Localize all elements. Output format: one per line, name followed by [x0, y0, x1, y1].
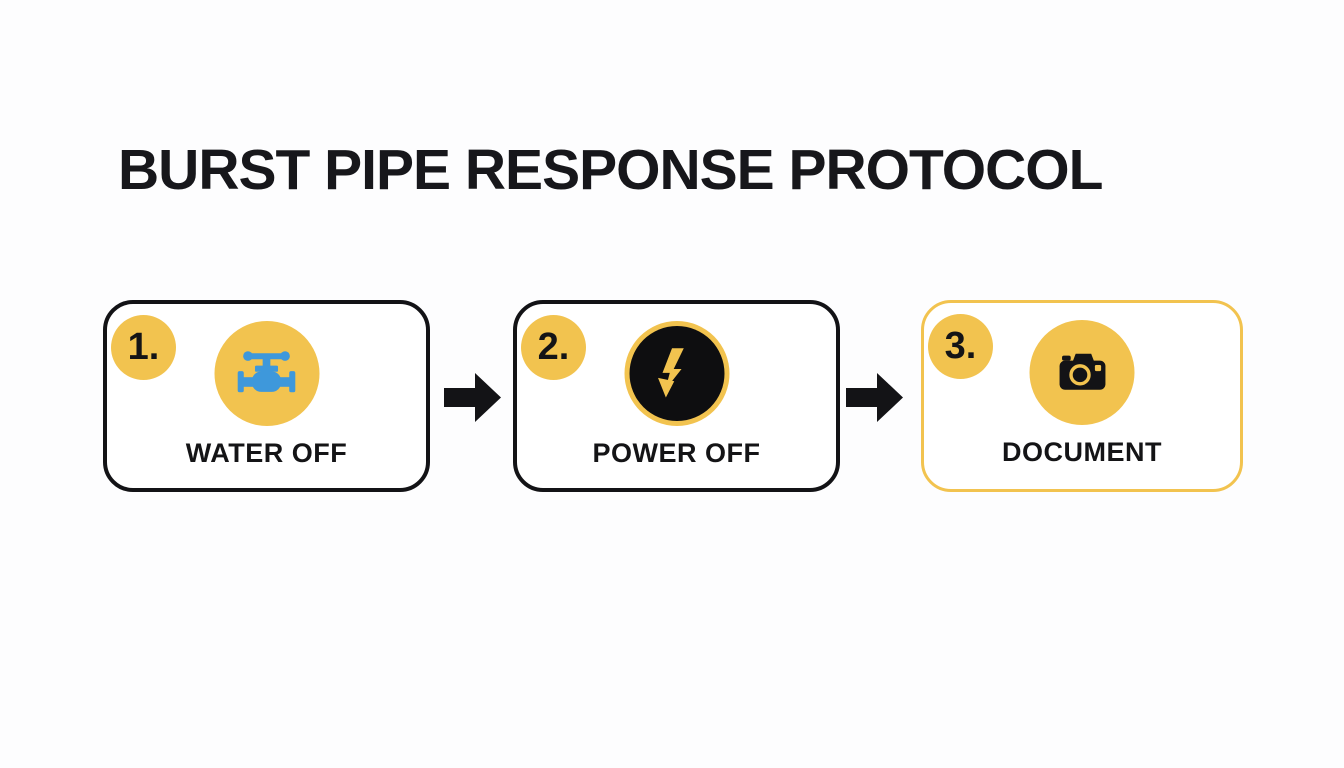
step-label: WATER OFF	[185, 438, 348, 468]
step-number-badge: 1.	[111, 315, 176, 380]
step-number: 3.	[944, 325, 977, 367]
step-number: 1.	[127, 326, 160, 368]
step-label: POWER OFF	[592, 438, 761, 468]
page-title: BURST PIPE RESPONSE PROTOCOL	[118, 138, 1103, 202]
water-valve-glyph	[237, 350, 296, 392]
step-label: DOCUMENT	[1002, 437, 1162, 467]
camera-glyph	[1059, 353, 1105, 390]
flow-arrow-icon	[444, 373, 502, 427]
water-valve-icon	[214, 321, 319, 426]
power-bolt-icon	[624, 321, 729, 426]
lightning-bolt-glyph	[658, 347, 684, 398]
step-number: 2.	[537, 326, 570, 368]
step-number-badge: 2.	[521, 315, 586, 380]
power-bolt-dark-circle	[629, 326, 724, 421]
step-card-document: 3. DOCUMENT	[921, 300, 1243, 492]
step-card-power-off: 2. POWER OFF	[513, 300, 840, 492]
step-number-badge: 3.	[928, 314, 993, 379]
step-card-water-off: 1. WATER OFF	[103, 300, 430, 492]
camera-icon	[1029, 320, 1135, 425]
flow-arrow-icon	[846, 373, 904, 427]
